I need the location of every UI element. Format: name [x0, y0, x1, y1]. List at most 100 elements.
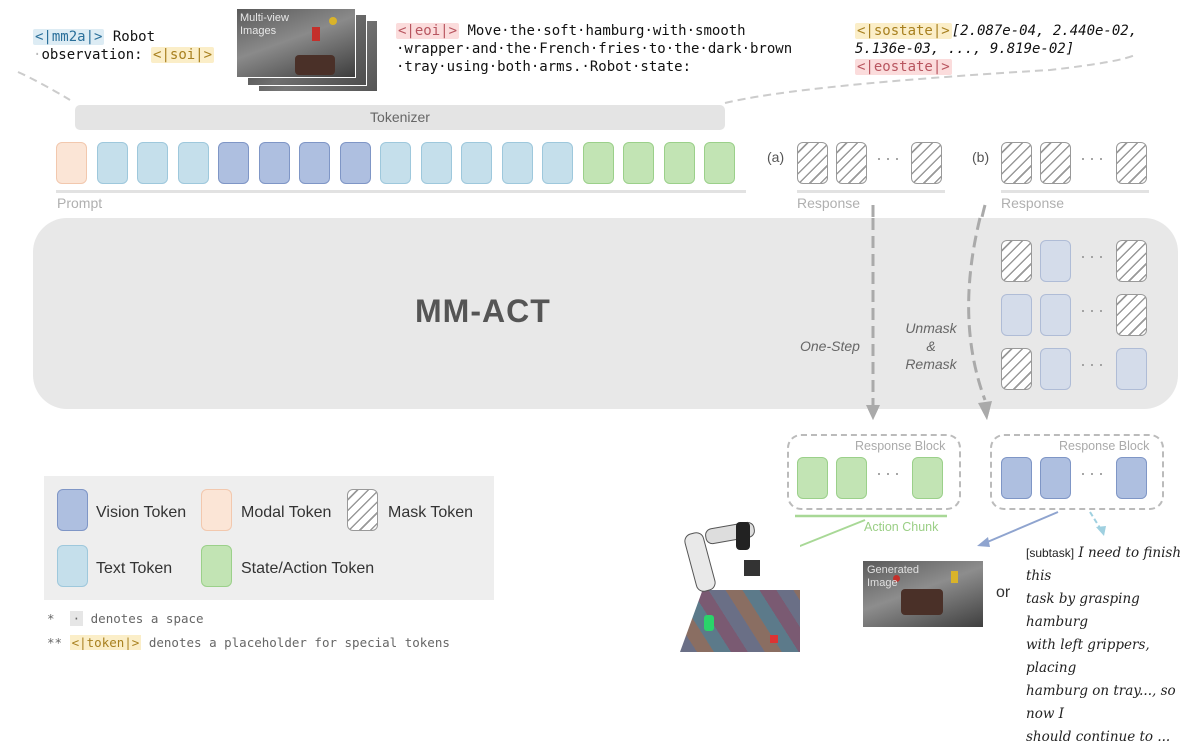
mask-token [1001, 240, 1032, 282]
vision-token [299, 142, 330, 184]
legend-text-label: Text Token [96, 560, 173, 577]
text-token [420, 142, 452, 184]
note-2-text: denotes a placeholder for special tokens [148, 635, 450, 650]
action-token [836, 457, 867, 499]
observation-text: observation: [41, 47, 143, 63]
state-line-2: 5.136e-03, ..., 9.819e-02] [855, 41, 1075, 57]
branch-a-label: (a) [767, 149, 785, 165]
mask-token [1116, 142, 1147, 184]
note-space: * · denotes a space [47, 611, 204, 626]
action-token [912, 457, 943, 499]
robot-text: Robot [112, 29, 156, 45]
unmask-remask-label: Unmask & Remask [895, 319, 967, 373]
generated-image: Generated Image [863, 561, 983, 627]
response-block-a-label: Response Block [855, 439, 946, 453]
model-block [33, 218, 1178, 409]
text-token [380, 142, 411, 184]
mask-token [1001, 348, 1032, 390]
note-1-symbol: · [69, 611, 84, 626]
mask-token [1040, 142, 1071, 184]
response-block-b-label: Response Block [1059, 439, 1150, 453]
action-chunk-label: Action Chunk [864, 520, 939, 534]
generated-image-label: Generated Image [867, 564, 919, 589]
response-b-label: Response [1001, 195, 1065, 211]
model-arrows [866, 217, 992, 420]
tokenizer-bar: Tokenizer [75, 105, 725, 130]
text-token [461, 142, 492, 184]
vision-token [1116, 457, 1147, 499]
legend: Vision Token Modal Token Mask Token Text… [44, 476, 494, 600]
response-b-underline [1001, 190, 1149, 193]
state-token [582, 142, 614, 184]
subtask-text: [subtask] I need to finish this task by … [1026, 542, 1202, 749]
vision-token [258, 142, 290, 184]
note-placeholder: ** <|token|> denotes a placeholder for s… [47, 635, 450, 650]
legend-text-swatch [57, 545, 88, 587]
subtask-line-5: should continue to ... [1026, 729, 1171, 745]
legend-state-swatch [201, 545, 232, 587]
instr-line-3: ·tray·using·both·arms.·Robot·state: [396, 59, 692, 75]
ellipsis: ··· [1080, 300, 1107, 320]
instruction-text: <|eoi|> Move·the·soft·hamburg·with·smoot… [396, 22, 792, 76]
multiview-images: Multi-view Images [236, 8, 378, 93]
response-block-b [990, 434, 1164, 510]
mask-token [797, 142, 828, 184]
ellipsis: ··· [1080, 463, 1107, 483]
vision-token [1040, 294, 1071, 336]
eoi-tag: <|eoi|> [396, 23, 460, 39]
vision-token [1040, 457, 1071, 499]
ellipsis: ··· [1080, 354, 1107, 374]
subtask-tag: [subtask] [1026, 546, 1075, 560]
mask-token [911, 142, 942, 184]
eostate-tag: <|eostate|> [855, 59, 952, 75]
vision-token [1001, 457, 1032, 499]
vision-token [1040, 240, 1071, 282]
branch-b-label: (b) [972, 149, 990, 165]
text-token [96, 142, 128, 184]
instr-line-1: Move·the·soft·hamburg·with·smooth [467, 23, 746, 39]
robot-arm-image [680, 520, 800, 652]
vision-token [218, 142, 249, 184]
ampersand-text: & [926, 338, 936, 354]
mask-token [1116, 240, 1147, 282]
legend-vision-swatch [57, 489, 88, 531]
mask-token [836, 142, 867, 184]
legend-mask-swatch [347, 489, 378, 531]
prompt-label: Prompt [57, 195, 103, 211]
note-1-text: denotes a space [90, 611, 204, 626]
vision-token [339, 142, 371, 184]
ellipsis: ··· [1080, 148, 1107, 168]
state-token [663, 142, 695, 184]
legend-mask-label: Mask Token [388, 504, 474, 521]
subtask-line-1: I need to finish this [1026, 545, 1182, 584]
prompt-header-text: <|mm2a|> Robot ·observation: <|soi|> [33, 29, 215, 63]
vision-token [1040, 348, 1071, 390]
or-label: or [996, 584, 1011, 601]
unmask-text: Unmask [905, 320, 957, 336]
instr-line-2: ·wrapper·and·the·French·fries·to·the·dar… [396, 41, 793, 57]
text-token [137, 142, 168, 184]
subtask-line-3: with left grippers, placing [1026, 637, 1150, 676]
text-token [501, 142, 533, 184]
soi-tag: <|soi|> [151, 47, 215, 63]
note-1-prefix: * [47, 611, 55, 626]
mask-token [1001, 142, 1032, 184]
ellipsis: ··· [876, 148, 903, 168]
text-token [542, 142, 573, 184]
prompt-token-sequence [56, 142, 746, 186]
legend-modal-swatch [201, 489, 232, 531]
note-2-prefix: ** [47, 635, 63, 650]
state-text: <|sostate|>[2.087e-04, 2.440e-02, 5.136e… [855, 22, 1137, 76]
prompt-underline [56, 190, 746, 193]
subtask-line-4: hamburg on tray..., so now I [1026, 683, 1176, 722]
legend-modal-label: Modal Token [241, 504, 332, 521]
state-line-1: [2.087e-04, 2.440e-02, [951, 23, 1138, 39]
legend-vision-label: Vision Token [96, 504, 187, 521]
vision-token [1001, 294, 1032, 336]
ellipsis: ··· [876, 463, 903, 483]
state-token [623, 142, 654, 184]
subtask-line-2: task by grasping hamburg [1026, 591, 1140, 630]
vision-token [1116, 348, 1147, 390]
legend-state-label: State/Action Token [241, 560, 375, 577]
mask-token [1116, 294, 1147, 336]
